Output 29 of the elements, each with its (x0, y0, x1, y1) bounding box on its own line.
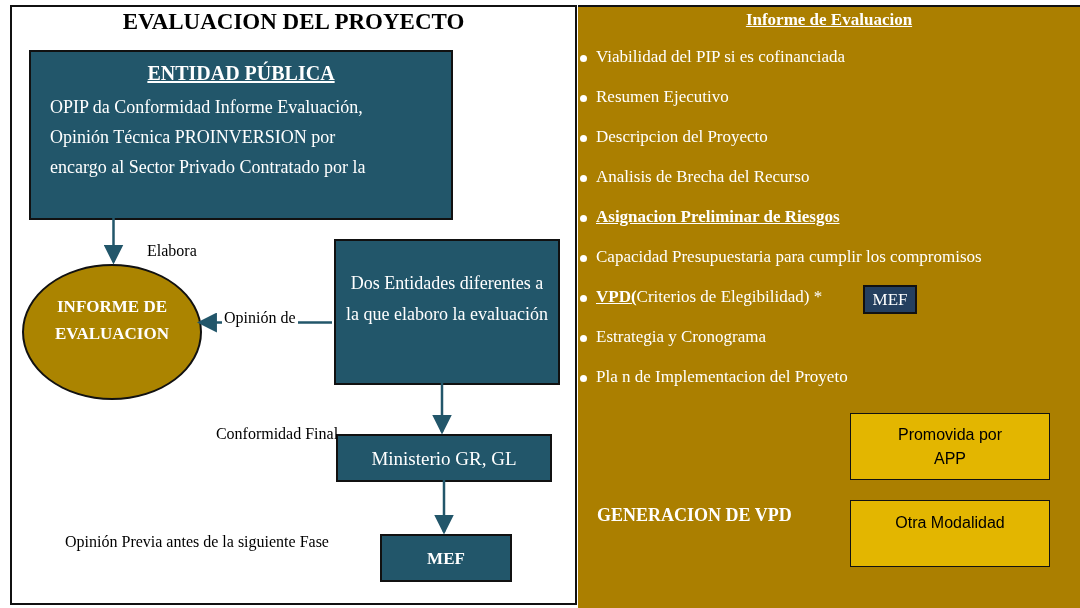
option-box: Otra Modalidad (850, 500, 1050, 567)
arrow (103, 218, 124, 265)
process-box (29, 50, 453, 220)
process-box: Dos Entidades diferentes a la que elaboro la evaluación (334, 239, 560, 385)
process-box: MEF (380, 534, 512, 582)
list-item: Viabilidad del PIP si es cofinanciada (596, 47, 846, 67)
option-box: Promovida por APP (850, 413, 1050, 480)
list-item: Resumen Ejecutivo (596, 87, 729, 107)
list-item: Asignacion Preliminar de Riesgos (596, 207, 840, 227)
box-text: OPIP da Conformidad Informe Evaluación, Opinión Técnica PROINVERSION por encargo al Sector Privado Contratado por la (50, 96, 367, 179)
arrow (432, 383, 452, 435)
edge-label: Opinión de (222, 309, 298, 327)
panel (10, 5, 577, 605)
tag-box: MEF (863, 285, 917, 314)
panel-heading: Informe de Evaluacion (744, 10, 914, 30)
box-heading: ENTIDAD PÚBLICA (146, 62, 336, 85)
ellipse-node: INFORME DE EVALUACION (22, 264, 202, 400)
process-box: Ministerio GR, GL (336, 434, 552, 482)
panel (578, 5, 1080, 608)
panel-title: EVALUACION DEL PROYECTO (121, 9, 466, 35)
arrow (434, 480, 454, 535)
list-item: VPD(Criterios de Elegibilidad) * (596, 287, 823, 307)
list-item: Capacidad Presupuestaria para cumplir los compromisos (596, 247, 982, 267)
annotation-text: Opinión Previa antes de la siguiente Fase (64, 532, 330, 553)
list-item: Pla n de Implementacion del Proyeto (596, 367, 848, 387)
list-item: Descripcion del Proyecto (596, 127, 768, 147)
section-heading: GENERACION DE VPD (597, 505, 792, 526)
list-item: Analisis de Brecha del Recurso (596, 167, 810, 187)
list-item: Estrategia y Cronograma (596, 327, 766, 347)
